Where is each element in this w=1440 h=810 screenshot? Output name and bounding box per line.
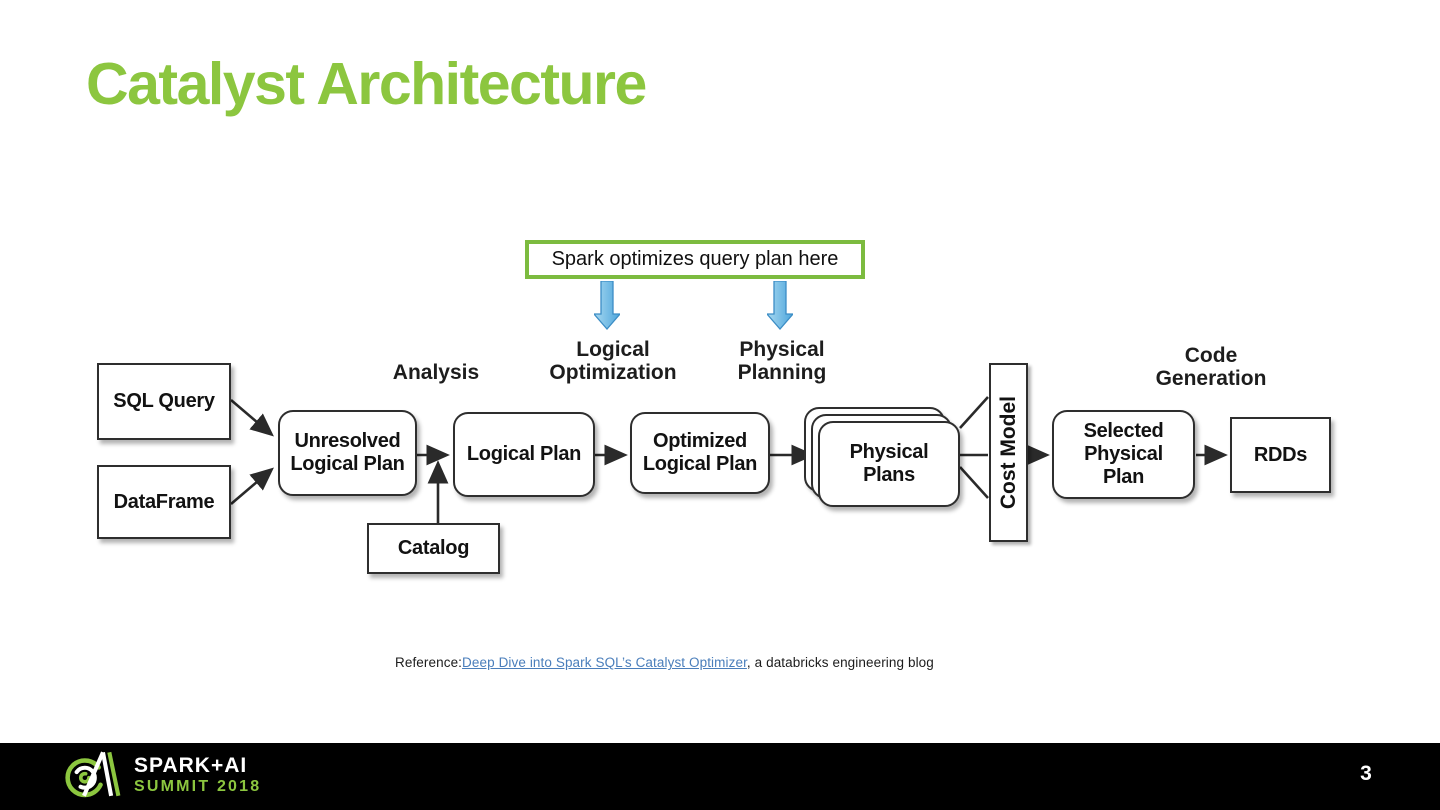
reference-link[interactable]: Deep Dive into Spark SQL’s Catalyst Opti… <box>462 655 747 670</box>
node-label: SQL Query <box>113 390 215 412</box>
node-selected-physical-plan: Selected Physical Plan <box>1052 410 1195 499</box>
node-label: Optimized Logical Plan <box>642 430 758 475</box>
node-catalog: Catalog <box>367 523 500 574</box>
footer-bar: SPARK+AI SUMMIT 2018 3 <box>0 743 1440 810</box>
stage-label-code-generation: Code Generation <box>1155 344 1267 390</box>
stage-label-analysis: Analysis <box>392 361 480 384</box>
node-label: DataFrame <box>113 490 215 513</box>
spark-summit-logo-icon <box>65 751 121 798</box>
page-title: Catalyst Architecture <box>86 51 647 117</box>
node-label: Physical Plans <box>849 441 929 486</box>
node-label: Logical Plan <box>466 443 582 465</box>
node-label: Catalog <box>397 537 470 559</box>
node-physical-plans: Physical Plans <box>818 421 960 507</box>
stage-label-logical-optimization: Logical Optimization <box>549 338 677 384</box>
logo-brand-line2: SUMMIT 2018 <box>134 777 262 795</box>
callout-box: Spark optimizes query plan here <box>525 240 865 279</box>
node-label: RDDs <box>1253 443 1308 466</box>
node-sql-query: SQL Query <box>97 363 231 440</box>
logo-text: SPARK+AI SUMMIT 2018 <box>134 753 262 796</box>
node-logical-plan: Logical Plan <box>453 412 595 497</box>
reference-suffix: , a databricks engineering blog <box>746 655 934 670</box>
node-optimized-logical-plan: Optimized Logical Plan <box>630 412 770 494</box>
reference-line: Reference:Deep Dive into Spark SQL’s Cat… <box>395 655 934 670</box>
node-label: Selected Physical Plan <box>1083 420 1164 488</box>
node-dataframe: DataFrame <box>97 465 231 539</box>
node-cost-model: Cost Model <box>989 363 1028 542</box>
node-label: Cost Model <box>997 395 1020 510</box>
stage-label-physical-planning: Physical Planning <box>737 338 827 384</box>
node-rdds: RDDs <box>1230 417 1331 493</box>
page-number: 3 <box>1360 762 1372 785</box>
down-arrow-icon <box>767 281 793 330</box>
callout-text: Spark optimizes query plan here <box>551 248 839 270</box>
node-unresolved-logical-plan: Unresolved Logical Plan <box>278 410 417 496</box>
spark-ai-summit-logo: SPARK+AI SUMMIT 2018 <box>64 747 261 803</box>
node-label: Unresolved Logical Plan <box>290 430 405 475</box>
reference-prefix: Reference: <box>395 655 463 670</box>
logo-brand-line1: SPARK+AI <box>134 753 248 777</box>
down-arrow-icon <box>594 281 620 330</box>
